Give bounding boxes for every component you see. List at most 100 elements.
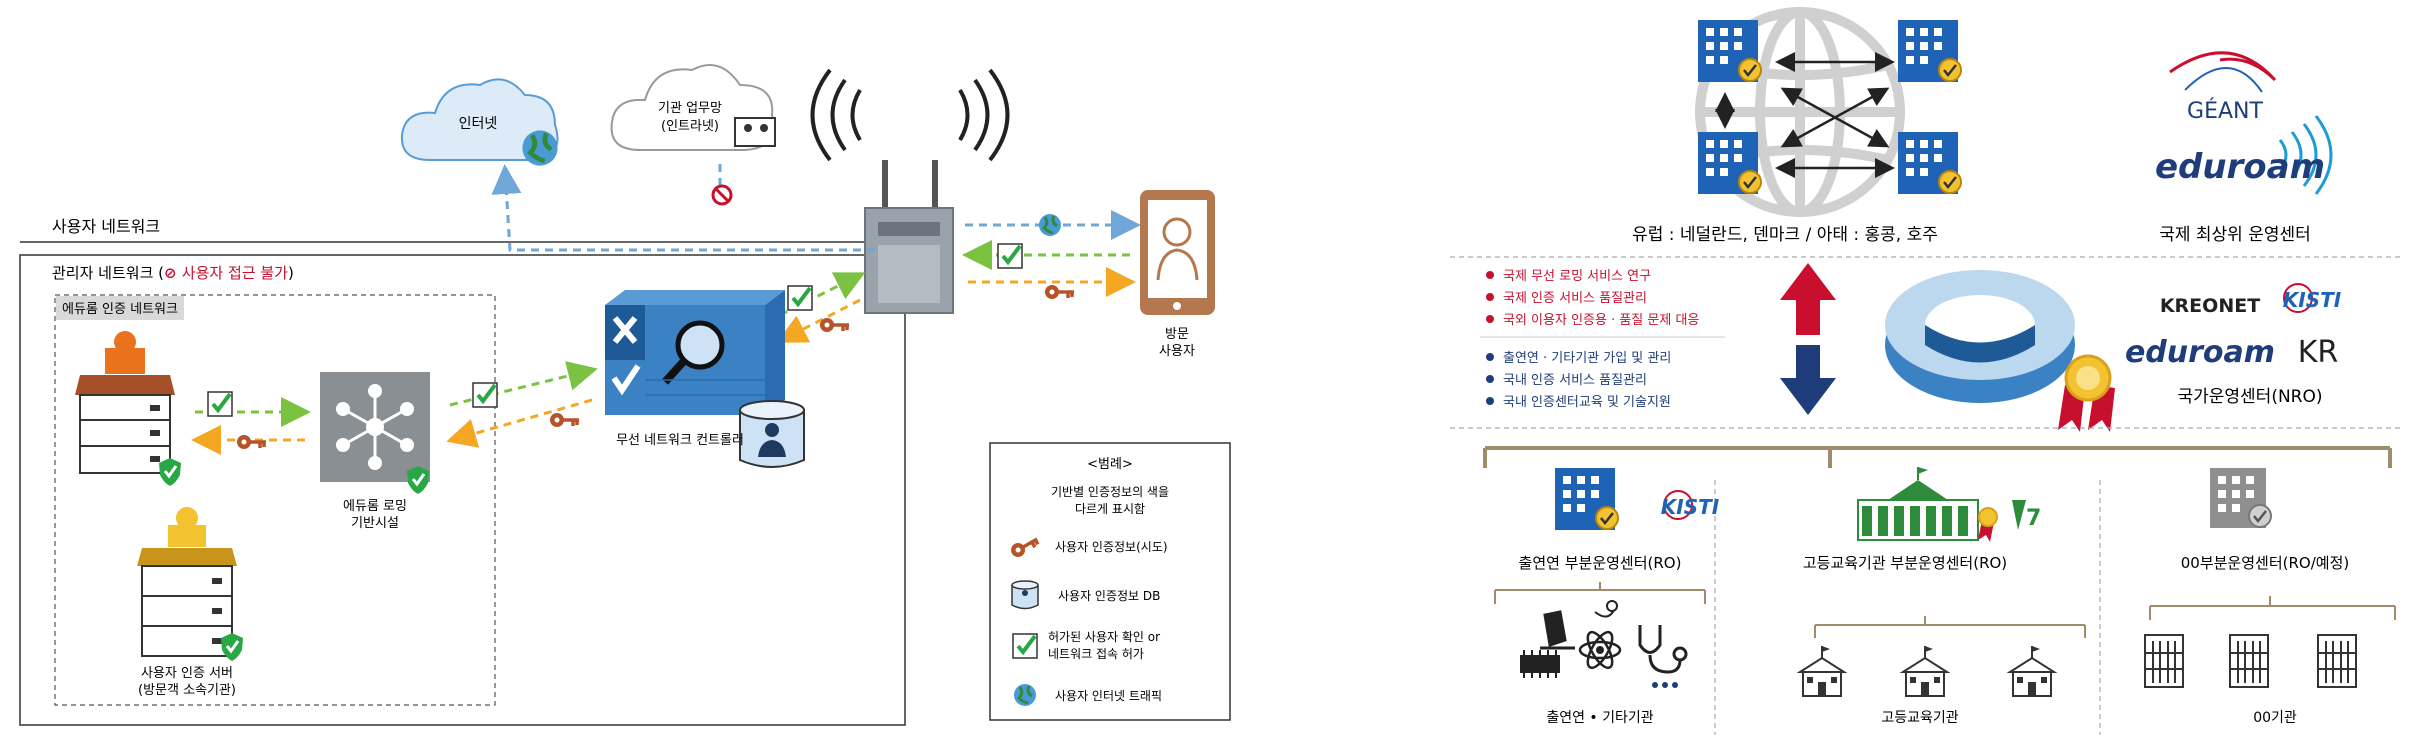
top-operator-label: 국제 최상위 운영센터	[2159, 225, 2311, 245]
ro2-label: 고등교육기관 부분운영센터(RO)	[1803, 554, 2007, 572]
auth-server-label-1: 사용자 인증 서버	[141, 666, 233, 681]
controller-label: 무선 네트워크 컨트롤러	[616, 433, 744, 448]
down-arrow-icon	[1780, 345, 1836, 415]
peering-arrows	[1715, 52, 1895, 178]
legend-check-label-1: 허가된 사용자 확인 or	[1048, 630, 1160, 644]
eduroam-label-kr: eduroam	[2125, 335, 2275, 370]
region-label: 유럽 : 네덜란드, 덴마크 / 아태 : 홍콩, 호주	[1632, 225, 1938, 245]
legend-db-label: 사용자 인증정보 DB	[1058, 589, 1160, 603]
credential-key-icon-4	[235, 433, 268, 451]
nro-label: 국가운영센터(NRO)	[2177, 387, 2322, 407]
visitor-phone-icon	[1140, 190, 1215, 315]
svg-text:7: 7	[2026, 506, 2041, 531]
org-tower-icon-3	[2317, 634, 2357, 688]
up-arrow-icon	[1780, 263, 1836, 335]
approve-check-icon-3	[471, 381, 499, 409]
eduroam-auth-network-box	[54, 294, 496, 706]
admin-network-box	[19, 254, 906, 726]
org-tower-icon-1	[2144, 634, 2184, 688]
internet-traffic-icon	[1037, 212, 1063, 238]
legend-desc-2: 다르게 표시함	[1075, 502, 1145, 516]
roaming-infra-icon	[320, 372, 431, 496]
roaming-label-1: 에듀롬 로밍	[343, 499, 407, 514]
domestic-task-2: 국내 인증 서비스 품질관리	[1503, 373, 1647, 388]
access-point-icon	[810, 68, 1010, 314]
intranet-label-2: (인트라넷)	[661, 119, 719, 134]
no-access-icon	[711, 184, 733, 206]
ro1-bracket	[1494, 582, 1706, 604]
inst1-label: 출연연 • 기타기관	[1546, 710, 1653, 726]
auth-server-label-2: (방문객 소속기관)	[138, 683, 236, 698]
inst3-label: 00기관	[2253, 710, 2297, 726]
intranet-label-1: 기관 업무망	[658, 101, 722, 116]
ro2-campus-icon	[1857, 467, 1998, 542]
ro1-label: 출연연 부분운영센터(RO)	[1519, 554, 1682, 572]
credential-key-icon	[1043, 283, 1076, 301]
building-icon-ap1	[1696, 130, 1763, 196]
eduroam-label-top: eduroam	[2155, 147, 2325, 187]
school-icon-1	[1799, 645, 1845, 697]
admin-network-label: 관리자 네트워크 (⊘ 사용자 접근 불가)	[52, 264, 294, 282]
legend-globe-icon	[1012, 682, 1038, 708]
building-icon-eu1	[1696, 18, 1763, 84]
svg-text:KISTI: KISTI	[2283, 288, 2342, 312]
credential-key-icon-2	[818, 316, 851, 334]
hierarchy-bracket	[1483, 446, 2392, 468]
intl-task-2: 국제 인증 서비스 품질관리	[1503, 291, 1647, 306]
eduroam-auth-network-tag	[56, 296, 184, 320]
geant-label: GÉANT	[2187, 98, 2263, 124]
kr-label: KR	[2298, 335, 2339, 370]
approve-check-icon	[996, 242, 1024, 270]
ro3-bracket	[2149, 596, 2396, 620]
kisti-logo-top: KISTI	[2283, 283, 2342, 313]
kisti-logo-ro1: KISTI	[1661, 490, 1720, 520]
legend-check-label-2: 네트워크 접속 허가	[1048, 647, 1144, 661]
ro3-label: 00부분운영센터(RO/예정)	[2181, 554, 2349, 572]
legend-desc-1: 기반별 인증정보의 색을	[1051, 485, 1169, 499]
legend-db-icon	[1011, 580, 1039, 610]
ro3-building-icon	[2208, 466, 2273, 530]
legend-globe-label: 사용자 인터넷 트래픽	[1055, 689, 1162, 703]
geant-logo	[2169, 51, 2277, 93]
intl-task-3: 국외 이용자 인증용 · 품질 문제 대응	[1503, 313, 1699, 328]
ro1-building-icon	[1553, 466, 1620, 532]
svg-text:KISTI: KISTI	[1661, 495, 1720, 519]
auth-server-icon	[137, 507, 245, 663]
user-db-icon	[739, 400, 805, 468]
eduroam-server-icon	[75, 331, 183, 488]
ministry-logo: 7	[2012, 500, 2041, 531]
intl-task-1: 국제 무선 로밍 서비스 연구	[1503, 269, 1651, 284]
legend-key-label: 사용자 인증정보(시도)	[1055, 540, 1168, 554]
nro-ring-icon	[1885, 270, 2115, 432]
kreonet-logo: KREONET	[2160, 295, 2260, 317]
legend-title: <범례>	[1087, 457, 1133, 472]
building-icon-ap2	[1896, 130, 1963, 196]
research-icons	[1520, 600, 1688, 688]
eduroam-auth-network-label: 에듀롬 인증 네트워크	[62, 302, 178, 317]
school-icon-3	[2009, 645, 2055, 697]
credential-key-icon-3	[548, 411, 581, 429]
internet-cloud-icon	[400, 78, 558, 165]
org-tower-icon-2	[2229, 634, 2269, 688]
user-network-label: 사용자 네트워크	[52, 217, 160, 236]
legend-check-icon	[1011, 632, 1039, 660]
controller-icon	[605, 290, 785, 415]
inst2-label: 고등교육기관	[1881, 710, 1958, 726]
credential-path-controller	[446, 398, 593, 448]
intranet-cloud-icon	[610, 64, 776, 151]
school-icon-2	[1902, 645, 1948, 697]
ro2-bracket	[1814, 616, 2086, 638]
internet-traffic-path	[491, 164, 875, 252]
visitor-label-1: 방문	[1165, 327, 1189, 342]
internet-label: 인터넷	[459, 116, 498, 132]
approve-check-icon-4	[206, 390, 234, 418]
building-icon-eu2	[1896, 18, 1963, 84]
intl-task-list: 국제 무선 로밍 서비스 연구 국제 인증 서비스 품질관리 국외 이용자 인증…	[1486, 269, 1699, 328]
approve-path-controller	[449, 361, 598, 407]
visitor-label-2: 사용자	[1159, 344, 1195, 359]
roaming-label-2: 기반시설	[351, 516, 399, 531]
eduroam-waves-icon	[2278, 115, 2333, 195]
domestic-task-3: 국내 인증센터교육 및 기술지원	[1503, 395, 1671, 410]
approve-check-icon-2	[786, 284, 814, 312]
